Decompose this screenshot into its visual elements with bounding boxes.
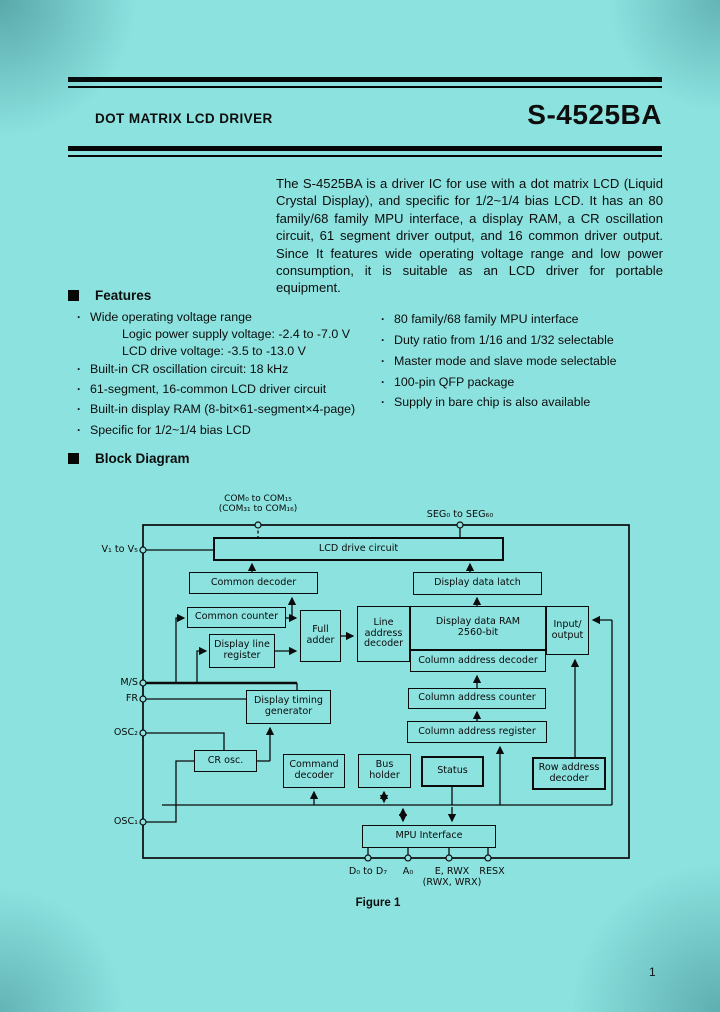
feature-item: · 61-segment, 16-common LCD driver circu… bbox=[77, 382, 326, 396]
pin-label-d0-d7: D₀ to D₇ bbox=[348, 866, 388, 877]
block-common-counter: Common counter bbox=[187, 607, 286, 628]
feature-text: Master mode and slave mode selectable bbox=[394, 354, 617, 368]
diagram-wires bbox=[142, 524, 630, 859]
block-command-decoder: Command decoder bbox=[283, 754, 345, 788]
bullet-icon: · bbox=[77, 423, 81, 437]
block-column-address-counter: Column address counter bbox=[408, 688, 546, 709]
feature-text: Specific for 1/2~1/4 bias LCD bbox=[90, 423, 251, 437]
title-rule-thin bbox=[68, 155, 662, 157]
bullet-icon: · bbox=[77, 362, 81, 376]
pin-label-a0: A₀ bbox=[402, 866, 414, 877]
feature-text: 100-pin QFP package bbox=[394, 375, 515, 389]
block-display-data-latch: Display data latch bbox=[413, 572, 542, 595]
title-rule-thick bbox=[68, 146, 662, 151]
section-marker-icon bbox=[68, 453, 79, 464]
block-status: Status bbox=[421, 756, 484, 787]
feature-item: · Duty ratio from 1/16 and 1/32 selectab… bbox=[381, 333, 614, 347]
block-display-data-ram: Display data RAM 2560-bit bbox=[410, 606, 546, 650]
bullet-icon: · bbox=[381, 312, 385, 326]
feature-item: · Built-in CR oscillation circuit: 18 kH… bbox=[77, 362, 288, 376]
feature-item: · Supply in bare chip is also available bbox=[381, 395, 590, 409]
pin-label-ms: M/S bbox=[120, 677, 138, 688]
block-common-decoder: Common decoder bbox=[189, 572, 318, 594]
feature-item: · 100-pin QFP package bbox=[381, 375, 514, 389]
block-cr-osc: CR osc. bbox=[194, 750, 257, 772]
feature-text: Built-in CR oscillation circuit: 18 kHz bbox=[90, 362, 289, 376]
features-heading: Features bbox=[95, 288, 152, 303]
block-row-address-decoder: Row address decoder bbox=[532, 757, 606, 790]
block-input-output: Input/ output bbox=[546, 606, 589, 655]
feature-text: Supply in bare chip is also available bbox=[394, 395, 591, 409]
feature-text: Duty ratio from 1/16 and 1/32 selectable bbox=[394, 333, 614, 347]
top-rule-thick bbox=[68, 77, 662, 82]
feature-item: · Built-in display RAM (8-bit×61-segment… bbox=[77, 402, 355, 416]
block-mpu-interface: MPU Interface bbox=[362, 825, 496, 848]
pin-label-com-alt: (COM₃₁ to COM₁₆) bbox=[218, 504, 298, 514]
feature-subtext: LCD drive voltage: -3.5 to -13.0 V bbox=[122, 344, 306, 358]
block-diagram-heading: Block Diagram bbox=[95, 451, 190, 466]
pin-label-fr: FR bbox=[125, 693, 138, 704]
feature-item: · 80 family/68 family MPU interface bbox=[381, 312, 579, 326]
bullet-icon: · bbox=[381, 375, 385, 389]
section-marker-icon bbox=[68, 290, 79, 301]
feature-item: · Wide operating voltage range bbox=[77, 310, 252, 324]
pin-label-rwx-wrx: (RWX, WRX) bbox=[422, 877, 482, 888]
pin-label-e-rwx: E, RWX bbox=[434, 866, 470, 877]
feature-subtext: Logic power supply voltage: -2.4 to -7.0… bbox=[122, 327, 350, 341]
block-column-address-register: Column address register bbox=[407, 721, 547, 743]
feature-text: Wide operating voltage range bbox=[90, 310, 252, 324]
pin-terminals bbox=[139, 521, 492, 862]
top-rule-thin bbox=[68, 86, 662, 88]
document-subtitle: DOT MATRIX LCD DRIVER bbox=[95, 111, 273, 126]
page-number: 1 bbox=[649, 965, 656, 979]
block-line-address-decoder: Line address decoder bbox=[357, 606, 410, 662]
feature-item: · Specific for 1/2~1/4 bias LCD bbox=[77, 423, 251, 437]
block-full-adder: Full adder bbox=[300, 610, 341, 662]
block-lcd-drive-circuit: LCD drive circuit bbox=[213, 537, 504, 561]
block-bus-holder: Bus holder bbox=[358, 754, 411, 788]
pin-label-v1-v5: V₁ to V₅ bbox=[101, 544, 138, 555]
feature-text: Built-in display RAM (8-bit×61-segment×4… bbox=[90, 402, 356, 416]
pin-label-com: COM₀ to COM₁₅ bbox=[224, 494, 292, 504]
pin-label-osc1: OSC₁ bbox=[113, 816, 138, 827]
outer-border bbox=[142, 524, 630, 859]
feature-text: 61-segment, 16-common LCD driver circuit bbox=[90, 382, 327, 396]
bullet-icon: · bbox=[77, 310, 81, 324]
pin-label-osc2: OSC₂ bbox=[113, 727, 138, 738]
feature-text: 80 family/68 family MPU interface bbox=[394, 312, 579, 326]
figure-caption: Figure 1 bbox=[355, 897, 401, 909]
bullet-icon: · bbox=[77, 382, 81, 396]
description-paragraph: The S-4525BA is a driver IC for use with… bbox=[276, 176, 663, 296]
block-column-address-decoder: Column address decoder bbox=[410, 650, 546, 672]
block-display-line-register: Display line register bbox=[209, 634, 275, 668]
part-number-title: S-4525BA bbox=[527, 99, 662, 130]
block-display-timing-generator: Display timing generator bbox=[246, 690, 331, 724]
bullet-icon: · bbox=[381, 395, 385, 409]
bullet-icon: · bbox=[381, 333, 385, 347]
pin-label-resx: RESX bbox=[479, 866, 505, 877]
feature-item: · Master mode and slave mode selectable bbox=[381, 354, 616, 368]
bullet-icon: · bbox=[381, 354, 385, 368]
bullet-icon: · bbox=[77, 402, 81, 416]
pin-label-seg: SEG₀ to SEG₆₀ bbox=[426, 509, 494, 520]
